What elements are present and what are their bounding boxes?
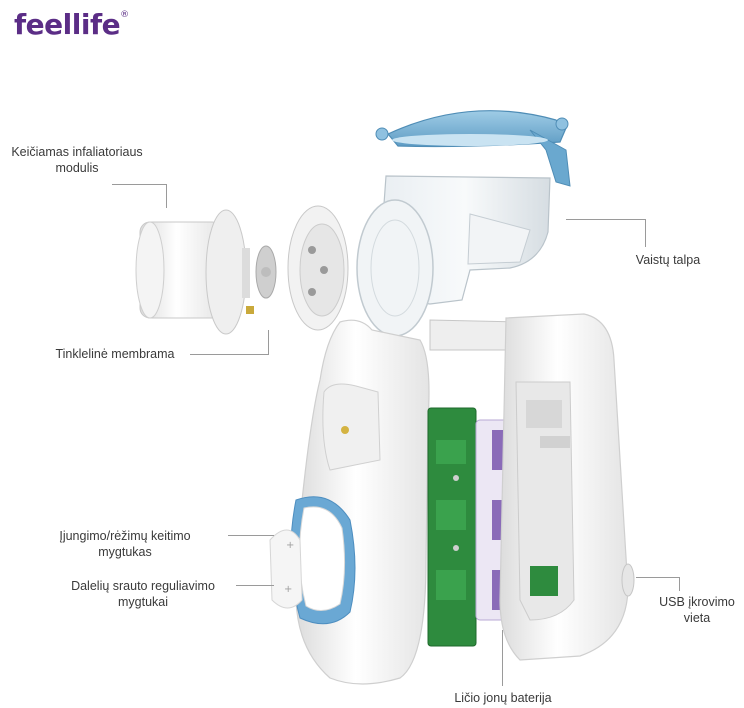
device-body-front: + +: [269, 319, 430, 685]
label-power-line1: Įjungimo/rėžimų keitimo: [59, 529, 191, 543]
leader-medicine-h: [566, 219, 646, 220]
label-inhaler-module-line2: modulis: [55, 161, 99, 175]
leader-battery: [502, 630, 503, 686]
svg-text:+: +: [286, 540, 294, 551]
label-flow-line2: mygtukai: [117, 595, 169, 609]
circuit-board: [427, 407, 477, 647]
leader-usb-v: [679, 577, 680, 591]
leader-mesh-v: [268, 330, 269, 355]
brand-name: feellife: [14, 8, 121, 41]
leader-medicine-v: [645, 219, 646, 247]
label-battery: Ličio jonų baterija: [454, 691, 552, 705]
inhaler-module-parts: [135, 205, 349, 335]
brand-logo: feellife®: [14, 8, 129, 41]
label-usb-line2: vieta: [683, 611, 711, 625]
label-power-mode-button: Įjungimo/rėžimų keitimo mygtukas: [30, 528, 220, 560]
brand-registered-mark: ®: [120, 10, 129, 20]
leader-flow: [236, 585, 274, 586]
leader-mesh-h: [190, 354, 268, 355]
device-body-back: [499, 313, 635, 661]
label-usb-line1: USB įkrovimo: [659, 595, 735, 609]
leader-inhaler-module-v: [166, 184, 167, 208]
label-medicine-cup: Vaistų talpa: [635, 253, 701, 267]
label-flow-line1: Dalelių srauto reguliavimo: [71, 579, 215, 593]
label-inhaler-module-line1: Keičiamas infaliatoriaus: [11, 145, 143, 159]
medicine-cup-lid: [375, 110, 571, 187]
leader-power: [228, 535, 274, 536]
leader-usb-h: [636, 577, 680, 578]
label-power-line2: mygtukas: [98, 545, 152, 559]
svg-text:+: +: [284, 584, 292, 595]
medicine-cup: [356, 175, 551, 351]
label-mesh-membrane: Tinklelinė membrama: [55, 347, 175, 361]
leader-inhaler-module-h: [112, 184, 166, 185]
label-flow-buttons: Dalelių srauto reguliavimo mygtukai: [46, 578, 240, 610]
label-inhaler-module: Keičiamas infaliatoriaus modulis: [0, 144, 154, 176]
label-usb-port: USB įkrovimo vieta: [650, 594, 744, 626]
